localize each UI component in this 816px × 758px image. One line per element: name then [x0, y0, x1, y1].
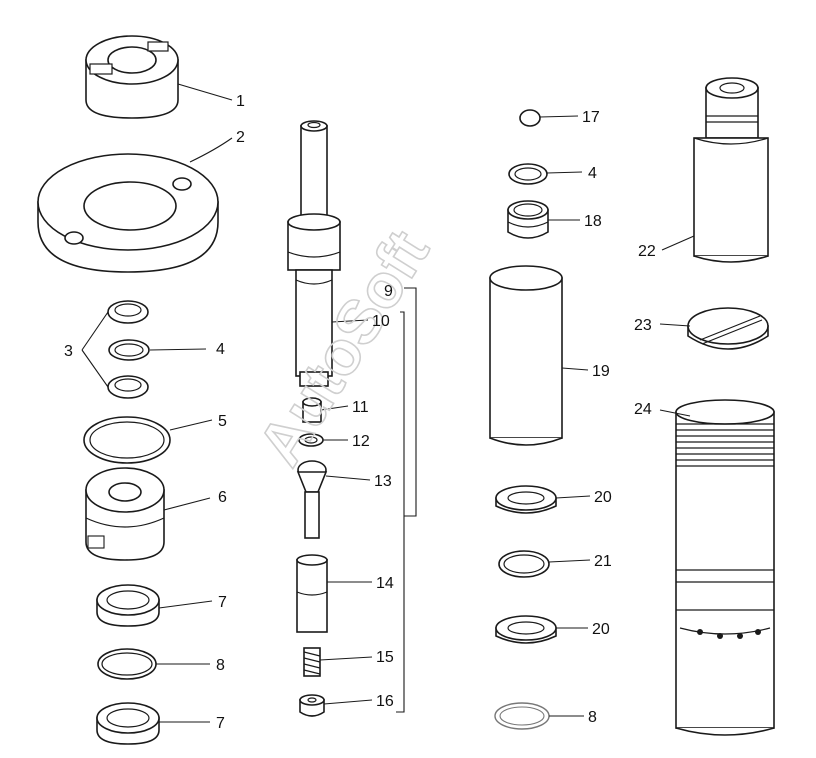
part-14-sleeve [296, 554, 328, 633]
part-5-ring [83, 416, 171, 464]
callout-8-left: 8 [216, 657, 225, 674]
callout-21: 21 [594, 553, 612, 570]
part-10-plunger [287, 120, 341, 387]
callout-6: 6 [218, 489, 227, 506]
part-3-rings [107, 300, 149, 399]
bracket-9 [396, 287, 417, 713]
part-16-nut [299, 694, 325, 717]
callout-1: 1 [236, 93, 245, 110]
callout-labels: 1 2 3 4 5 6 7 8 7 9 10 11 12 13 14 15 16… [64, 93, 656, 732]
callout-7-upper: 7 [218, 594, 227, 611]
callout-11: 11 [352, 399, 369, 416]
callout-17: 17 [582, 109, 600, 126]
part-2-flange [37, 153, 219, 273]
callout-9: 9 [384, 283, 393, 300]
callout-15: 15 [376, 649, 394, 666]
part-17-ball [519, 109, 541, 127]
callout-20-upper: 20 [594, 489, 612, 506]
part-7-washer-lower [96, 702, 160, 745]
callout-16: 16 [376, 693, 394, 710]
callout-13: 13 [374, 473, 392, 490]
callout-7-lower: 7 [216, 715, 225, 732]
part-20-washer-lower [495, 615, 557, 644]
part-8-o-ring-left [97, 648, 157, 680]
callout-4-right: 4 [588, 165, 597, 182]
callout-20-lower: 20 [592, 621, 610, 638]
part-13-needle [296, 460, 328, 539]
callout-22: 22 [638, 243, 656, 260]
part-15-spring [303, 647, 321, 677]
part-23-cap [687, 307, 769, 350]
part-6-bushing [85, 467, 165, 561]
callout-18: 18 [584, 213, 602, 230]
part-21-o-ring [498, 550, 550, 578]
part-24-body [675, 399, 775, 736]
part-4-o-ring [108, 339, 150, 361]
part-19-barrel [489, 265, 563, 446]
callout-3: 3 [64, 343, 73, 360]
part-8-o-ring-right [494, 702, 550, 730]
part-4-o-ring-right [508, 163, 548, 185]
part-20-washer-upper [495, 485, 557, 514]
callout-8-right: 8 [588, 709, 597, 726]
leader-lines [81, 83, 695, 723]
callout-2: 2 [236, 129, 245, 146]
callout-23: 23 [634, 317, 652, 334]
callout-19: 19 [592, 363, 610, 380]
part-7-washer-upper [96, 584, 160, 627]
part-11-valve [302, 397, 322, 423]
part-18-valve-seat [507, 200, 549, 239]
part-22-holder [693, 77, 769, 263]
callout-12: 12 [352, 433, 370, 450]
callout-5: 5 [218, 413, 227, 430]
callout-4-left: 4 [216, 341, 225, 358]
callout-10: 10 [372, 313, 390, 330]
callout-24: 24 [634, 401, 652, 418]
watermark: AutoSoft [245, 219, 442, 477]
part-1-slotted-nut [85, 35, 179, 119]
callout-14: 14 [376, 575, 394, 592]
